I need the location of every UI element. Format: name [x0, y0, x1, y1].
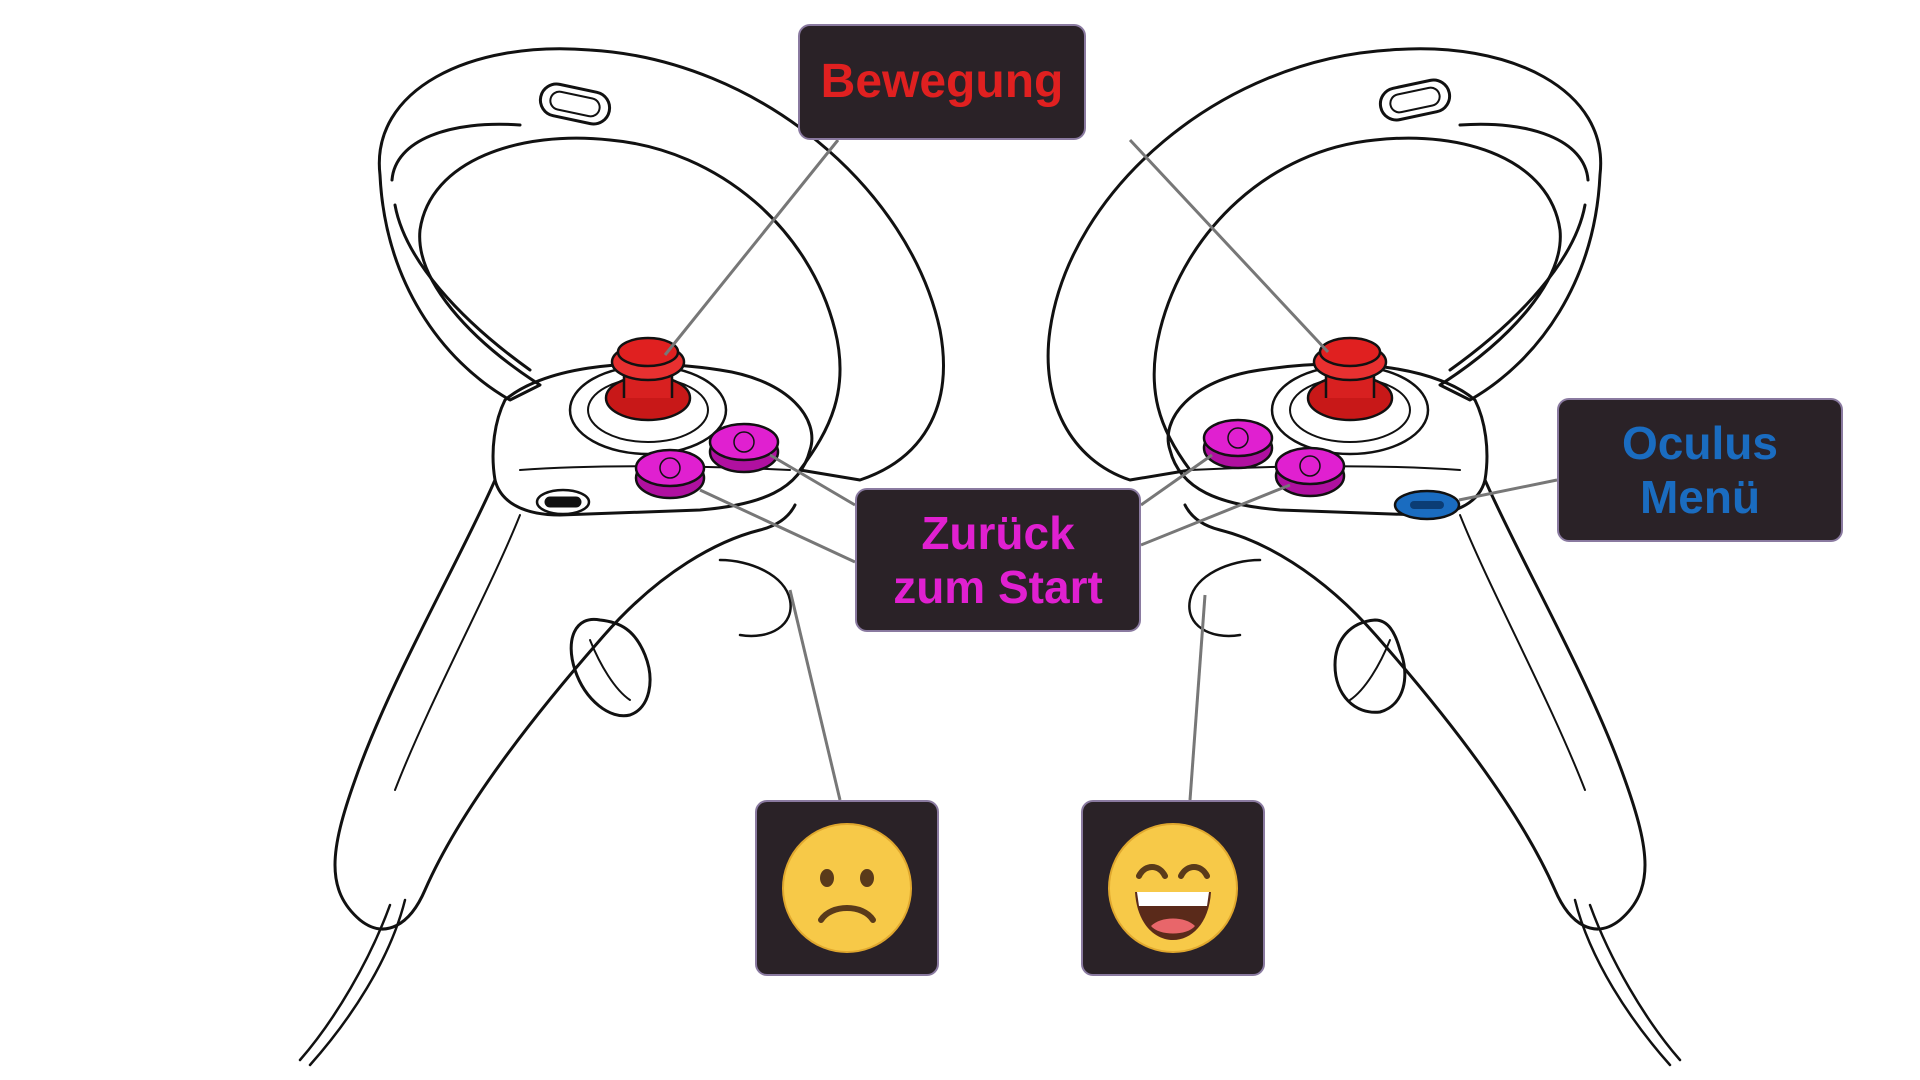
right-trigger	[1333, 618, 1407, 714]
oculus-menu-label-box: Oculus Menü	[1557, 398, 1843, 542]
leader-sad	[788, 589, 842, 801]
happy-emoji-box	[1081, 800, 1265, 976]
left-cable	[298, 898, 407, 1067]
oculus-menu-label-line2: Menü	[1639, 471, 1761, 523]
left-tracking-ring	[377, 47, 945, 482]
oculus-menu-label-line1: Oculus	[1622, 416, 1778, 469]
left-system-button-icon	[535, 488, 591, 516]
leader-back-x	[699, 488, 856, 564]
leader-happy	[1188, 594, 1207, 801]
left-grip	[333, 478, 797, 931]
leader-menu	[1458, 478, 1558, 502]
left-ring-pill-icon	[538, 82, 612, 126]
leader-lines	[663, 138, 1558, 801]
left-button-x-icon	[634, 448, 706, 500]
right-button-a-icon	[1274, 446, 1346, 498]
right-cable	[1573, 898, 1682, 1067]
leader-back-b	[1140, 453, 1213, 507]
movement-label-box: Bewegung	[798, 24, 1086, 140]
grinning-face-icon	[1108, 823, 1238, 953]
right-thumbstick-icon	[1306, 336, 1394, 422]
sad-face-icon	[782, 823, 912, 953]
left-button-y-icon	[708, 422, 780, 474]
right-grip	[1183, 478, 1647, 931]
movement-label: Bewegung	[820, 54, 1064, 108]
left-trigger	[569, 617, 652, 718]
sad-emoji-box	[755, 800, 939, 976]
oculus-menu-button-icon	[1393, 489, 1461, 521]
left-thumbstick-icon	[604, 336, 692, 422]
leader-movement-left	[663, 139, 840, 356]
leader-back-a	[1140, 483, 1291, 547]
right-tracking-ring	[1046, 47, 1603, 482]
right-ring-pill-icon	[1378, 78, 1452, 122]
back-to-start-label-line2: zum Start	[893, 561, 1103, 613]
leader-back-y	[769, 453, 856, 507]
right-button-b-icon	[1202, 418, 1274, 470]
leader-movement-right	[1128, 138, 1330, 354]
back-to-start-label-box: Zurück zum Start	[855, 488, 1141, 632]
back-to-start-label-line1: Zurück	[921, 506, 1075, 559]
